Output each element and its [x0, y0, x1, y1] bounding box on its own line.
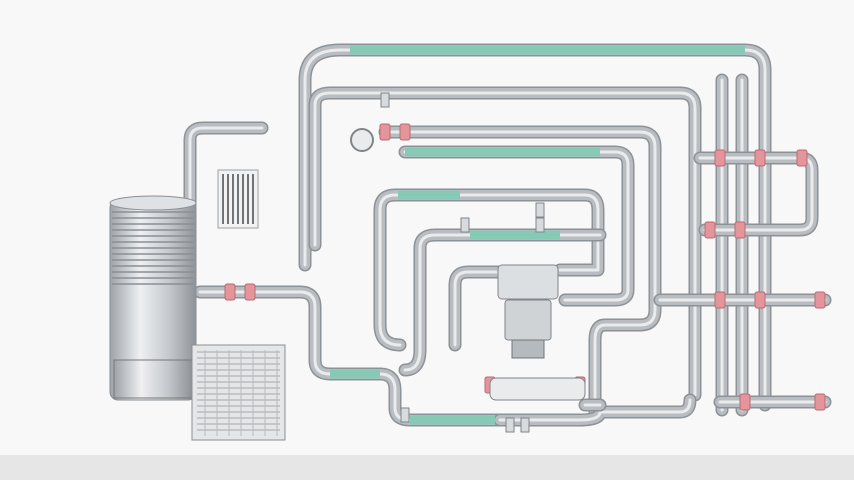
coolant-segments — [330, 45, 745, 425]
pipe-fitting — [714, 149, 726, 167]
pipe-network — [183, 43, 832, 427]
fittings — [224, 92, 826, 433]
valve — [350, 128, 374, 152]
pipe-fitting — [379, 123, 391, 141]
pipe-fitting — [754, 291, 766, 309]
pipe-fitting — [244, 283, 256, 301]
pipe-fitting — [714, 291, 726, 309]
cylinder-tank — [109, 195, 197, 401]
pipe-highlight — [498, 398, 692, 422]
pipe-highlight — [313, 91, 697, 397]
pipe-fitting — [814, 393, 826, 411]
pipe-body — [450, 267, 505, 350]
pipe-highlight — [403, 150, 630, 302]
pipe-highlight — [378, 193, 600, 347]
pipe-coupling — [535, 202, 545, 218]
pipe-highlight — [453, 270, 502, 347]
pipe-fitting — [739, 393, 751, 411]
radiator-box — [191, 344, 286, 441]
pipe-coupling — [520, 417, 530, 433]
pipe-highlight — [403, 233, 602, 372]
pipe-coupling — [400, 407, 410, 423]
pipe-fitting — [754, 149, 766, 167]
pipe — [448, 265, 507, 352]
pipe-fitting — [734, 221, 746, 239]
pipe-coupling — [535, 217, 545, 233]
pipe-coupling — [505, 417, 515, 433]
pipe-highlight — [188, 126, 264, 207]
pump-unit — [497, 264, 559, 359]
pipe-fitting — [796, 149, 808, 167]
filter-cartridge — [489, 377, 586, 401]
pipe-highlight — [383, 130, 657, 414]
pipe-coupling — [460, 217, 470, 233]
wall-vent — [217, 169, 259, 229]
pipe-fitting — [224, 283, 236, 301]
floor — [0, 455, 854, 480]
pipe-fitting — [704, 221, 716, 239]
pipe-coupling — [380, 92, 390, 108]
pipe-fitting — [399, 123, 411, 141]
pipe-fitting — [814, 291, 826, 309]
